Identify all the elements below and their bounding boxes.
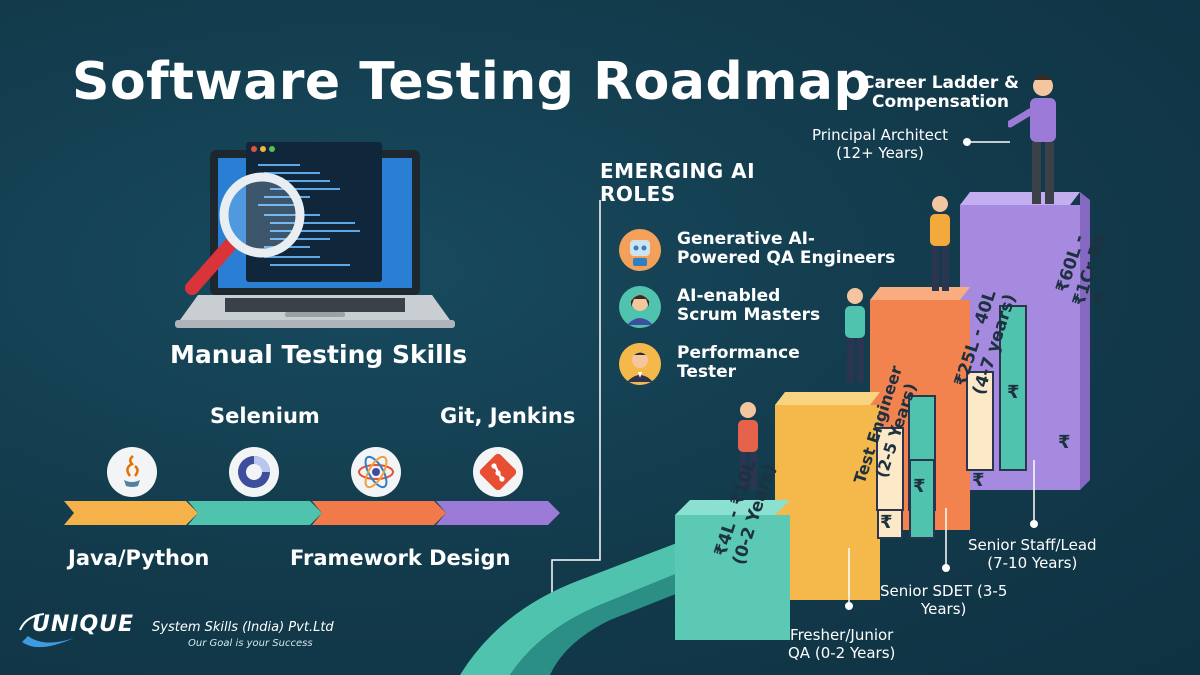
timeline-label-selenium: Selenium — [210, 404, 320, 428]
framework-icon — [351, 447, 401, 497]
level-principal-connector — [963, 138, 1010, 146]
timeline-segment-1 — [64, 501, 198, 525]
role-label-performance-tester: Performance Tester — [677, 343, 800, 382]
timeline-segment-2 — [188, 501, 322, 525]
level-fresher-junior: Fresher/Junior QA (0-2 Years) — [788, 626, 896, 662]
level-fresher-connector — [845, 548, 853, 610]
timeline-segment-3 — [312, 501, 446, 525]
timeline-segment-4 — [436, 501, 560, 525]
timeline-label-git-jenkins: Git, Jenkins — [440, 404, 576, 428]
rupee-icon: ₹ — [1092, 290, 1105, 311]
figure-principal-architect — [1008, 75, 1056, 204]
timeline-bar — [64, 501, 560, 525]
git-icon — [473, 447, 523, 497]
career-ladder-heading: Career Ladder & Compensation — [862, 73, 1019, 112]
step-fresher — [675, 515, 790, 640]
brand-company: System Skills (India) Pvt.Ltd — [152, 620, 334, 635]
career-path-ribbon — [460, 538, 716, 675]
level-senior-sdet: Senior SDET (3-5 Years) — [880, 582, 1008, 618]
role-label-ai-scrum-masters: AI-enabled Scrum Masters — [677, 286, 821, 325]
manual-testing-heading: Manual Testing Skills — [170, 340, 468, 369]
page-title: Software Testing Roadmap — [72, 52, 872, 112]
level-sdet-connector — [942, 508, 950, 572]
java-icon — [107, 447, 157, 497]
role-label-generative-ai-qa: Generative AI- Powered QA Engineers — [677, 229, 896, 268]
figure-test-engineer — [845, 288, 865, 383]
brand-swoosh-icon — [19, 613, 74, 648]
woman-avatar-icon — [619, 286, 661, 328]
figure-lead — [930, 196, 950, 291]
robot-avatar-icon — [619, 229, 661, 271]
rupee-icon: ₹ — [1007, 382, 1020, 403]
step-test-engineer — [775, 405, 880, 600]
laptop-code-illustration — [175, 142, 455, 328]
rupee-icon: ₹ — [1058, 432, 1071, 453]
figure-junior — [738, 402, 758, 490]
level-lead-connector — [1030, 460, 1038, 528]
man-avatar-icon — [619, 343, 661, 385]
brand-tagline: Our Goal is your Success — [188, 638, 313, 649]
rupee-icon: ₹ — [913, 476, 926, 497]
timeline-label-java-python: Java/Python — [68, 546, 210, 570]
level-principal-architect: Principal Architect (12+ Years) — [812, 126, 948, 162]
timeline-label-framework-design: Framework Design — [290, 546, 511, 570]
level-senior-staff-lead: Senior Staff/Lead (7-10 Years) — [968, 536, 1097, 572]
rupee-icon: ₹ — [972, 470, 985, 491]
selenium-icon — [229, 447, 279, 497]
brand-name: UNIQUE — [32, 612, 135, 637]
emerging-ai-roles-heading: EMERGING AI ROLES — [600, 159, 756, 206]
rupee-icon: ₹ — [880, 512, 893, 533]
